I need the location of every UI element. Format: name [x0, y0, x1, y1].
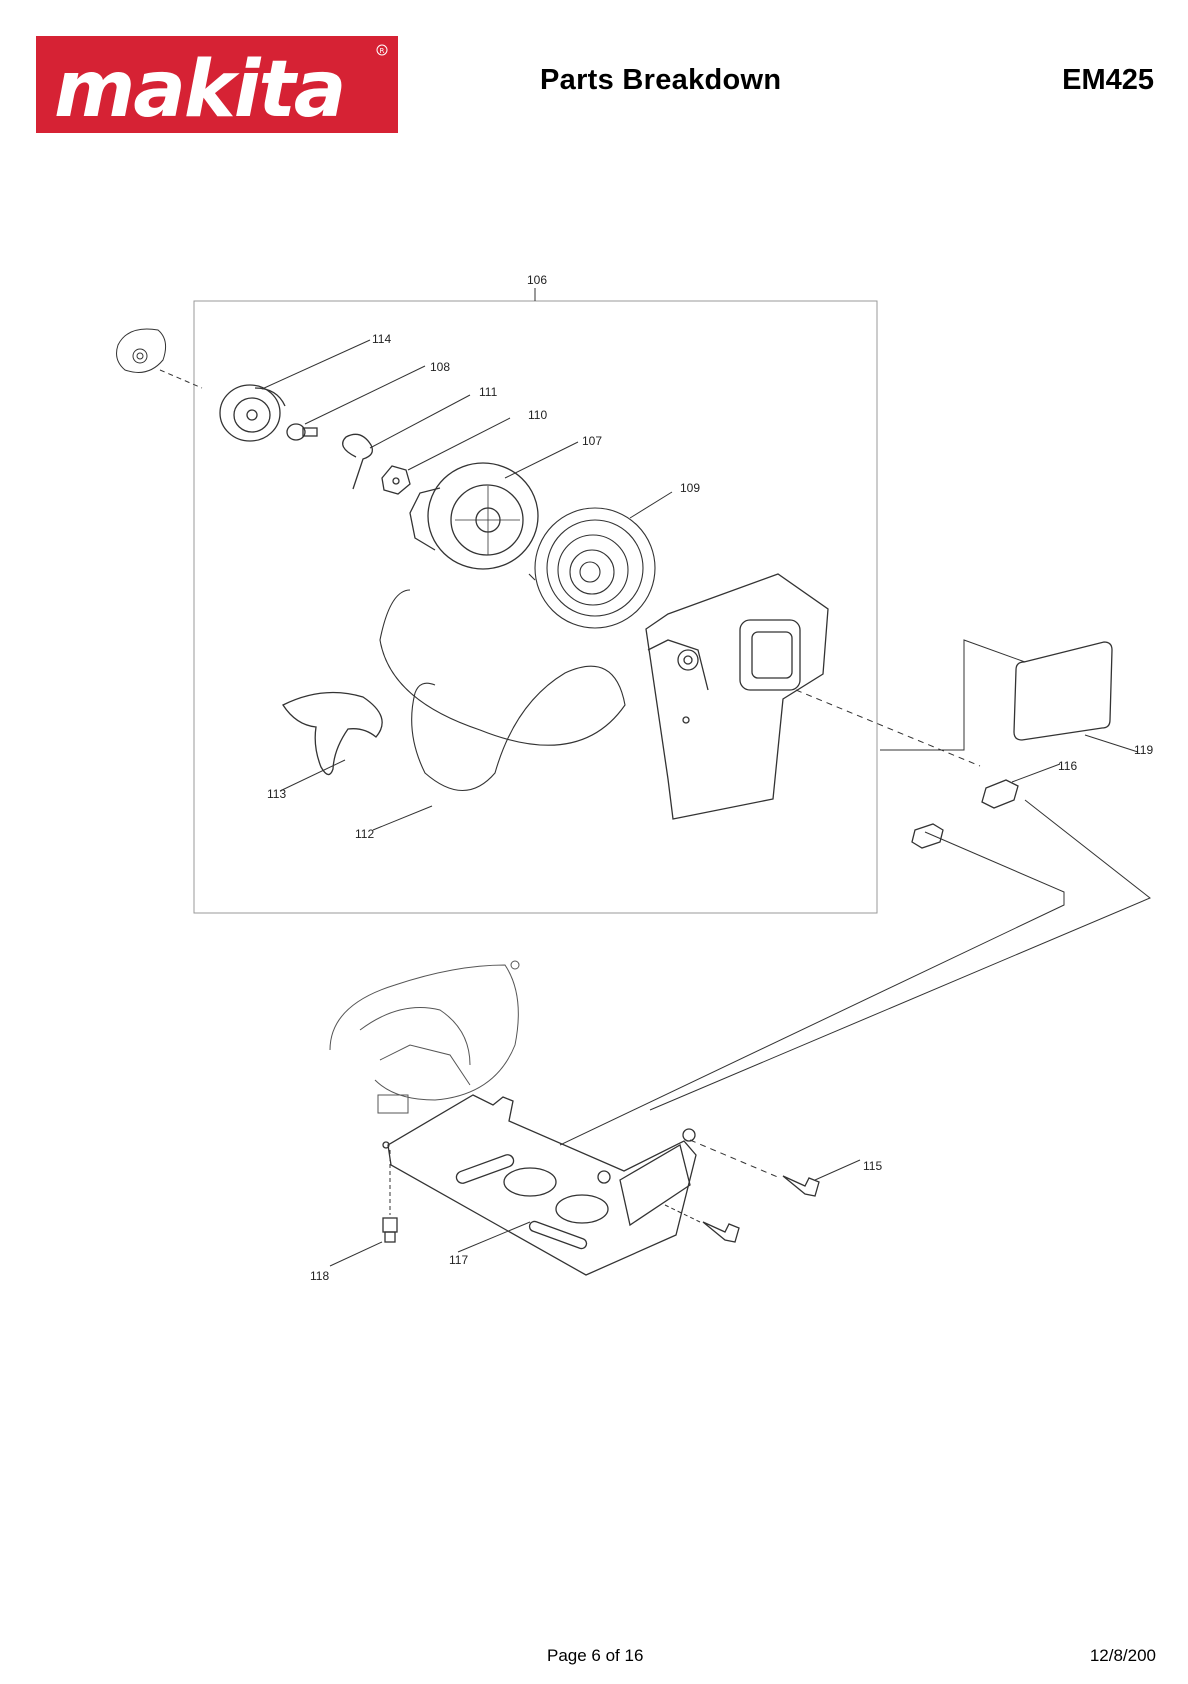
- part-117-bracket: [382, 1094, 697, 1276]
- part-112-rope: [372, 589, 626, 831]
- callout-111: 111: [479, 385, 498, 399]
- makita-logo: makita R: [36, 36, 398, 133]
- part-110-pawl: [381, 417, 511, 495]
- spacer-sleeve: [911, 823, 944, 849]
- callout-112: 112: [355, 827, 374, 841]
- callout-109: 109: [680, 481, 700, 495]
- model-number: EM425: [1062, 64, 1154, 96]
- part-109-spring: [528, 491, 673, 629]
- callout-108: 108: [430, 360, 450, 374]
- page-number: Page 6 of 16: [547, 1646, 644, 1665]
- part-114-drum: [219, 339, 371, 442]
- part-119-gasket: [880, 639, 1139, 753]
- assembly-106-frame: [193, 300, 878, 914]
- part-107-reel: [409, 441, 579, 570]
- callout-116: 116: [1058, 759, 1077, 773]
- callout-labels: 106 114 108 111 110 107 109 113 112 119 …: [267, 273, 1153, 1283]
- starter-housing: [645, 573, 981, 820]
- part-115-screws: [664, 1139, 861, 1243]
- svg-text:R: R: [380, 47, 385, 55]
- callout-114: 114: [372, 332, 391, 346]
- page-title: Parts Breakdown: [540, 64, 782, 96]
- callout-107: 107: [582, 434, 602, 448]
- part-108-screw: [286, 365, 426, 441]
- callout-106: 106: [527, 273, 547, 287]
- part-113-handle: [279, 691, 383, 792]
- callout-115: 115: [863, 1159, 882, 1173]
- callout-118: 118: [310, 1269, 329, 1283]
- flywheel-nut-ref: [116, 328, 203, 389]
- callout-110: 110: [528, 408, 547, 422]
- callout-117: 117: [449, 1253, 468, 1267]
- callout-119: 119: [1134, 743, 1153, 757]
- part-118-bolt: [329, 1150, 398, 1267]
- engine-housing-ref: [329, 960, 520, 1114]
- part-116-bushing: [981, 763, 1061, 809]
- part-111-spring: [342, 394, 471, 490]
- svg-text:makita: makita: [54, 45, 344, 133]
- document-date: 12/8/200: [1089, 1646, 1156, 1665]
- callout-113: 113: [267, 787, 286, 801]
